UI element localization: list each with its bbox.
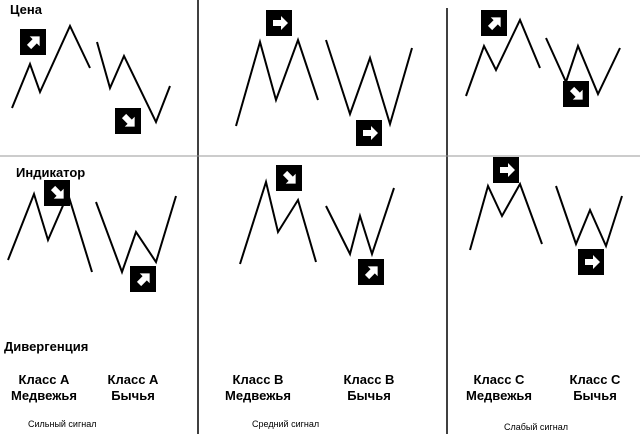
- arrow-up-right-icon: [481, 10, 507, 36]
- class-name: Класс A: [107, 372, 159, 387]
- arrow-up-right-icon: [20, 29, 46, 55]
- arrow-down-right-icon: [276, 165, 302, 191]
- price-line-a-bearish: [11, 23, 91, 109]
- indicator-label: Индикатор: [16, 165, 86, 180]
- arrow-right-icon: [266, 10, 292, 36]
- price-line-a-bullish: [96, 41, 171, 125]
- arrow-right-icon: [356, 120, 382, 146]
- indicator-line-a-bearish: [7, 190, 93, 273]
- price-label: Цена: [10, 2, 42, 17]
- indicator-line-a-bullish: [95, 195, 177, 275]
- class-name: Класс C: [569, 372, 621, 387]
- arrow-down-right-icon: [563, 81, 589, 107]
- class-name: Класс A: [18, 372, 70, 387]
- arrow-up-right-icon: [358, 259, 384, 285]
- class-c-bullish: Класс C Бычья: [560, 372, 630, 404]
- signal-medium: Средний сигнал: [252, 419, 320, 429]
- arrow-right-icon: [578, 249, 604, 275]
- class-b-bullish: Класс B Бычья: [332, 372, 406, 404]
- class-type: Медвежья: [225, 388, 291, 403]
- class-name: Класс C: [473, 372, 525, 387]
- arrow-right-icon: [493, 157, 519, 183]
- class-c-bearish: Класс C Медвежья: [456, 372, 542, 404]
- indicator-line-c-bullish: [555, 185, 623, 249]
- class-a-bullish: Класс A Бычья: [98, 372, 168, 404]
- price-line-b-bearish: [235, 36, 319, 127]
- price-line-c-bearish: [465, 17, 541, 97]
- class-a-bearish: Класс A Медвежья: [2, 372, 86, 404]
- signal-strong: Сильный сигнал: [28, 419, 97, 429]
- class-b-bearish: Класс B Медвежья: [216, 372, 300, 404]
- indicator-line-b-bullish: [325, 187, 395, 258]
- arrow-down-right-icon: [44, 180, 70, 206]
- class-type: Бычья: [573, 388, 617, 403]
- price-line-b-bullish: [325, 39, 413, 128]
- signal-weak: Слабый сигнал: [504, 422, 568, 432]
- class-name: Класс B: [343, 372, 395, 387]
- arrow-up-right-icon: [130, 266, 156, 292]
- class-type: Бычья: [347, 388, 391, 403]
- indicator-line-c-bearish: [469, 181, 543, 251]
- price-line-c-bullish: [545, 37, 621, 97]
- divergence-label: Дивергенция: [4, 339, 89, 354]
- class-type: Медвежья: [11, 388, 77, 403]
- arrow-down-right-icon: [115, 108, 141, 134]
- class-type: Медвежья: [466, 388, 532, 403]
- class-name: Класс B: [232, 372, 284, 387]
- class-type: Бычья: [111, 388, 155, 403]
- indicator-line-b-bearish: [239, 178, 317, 265]
